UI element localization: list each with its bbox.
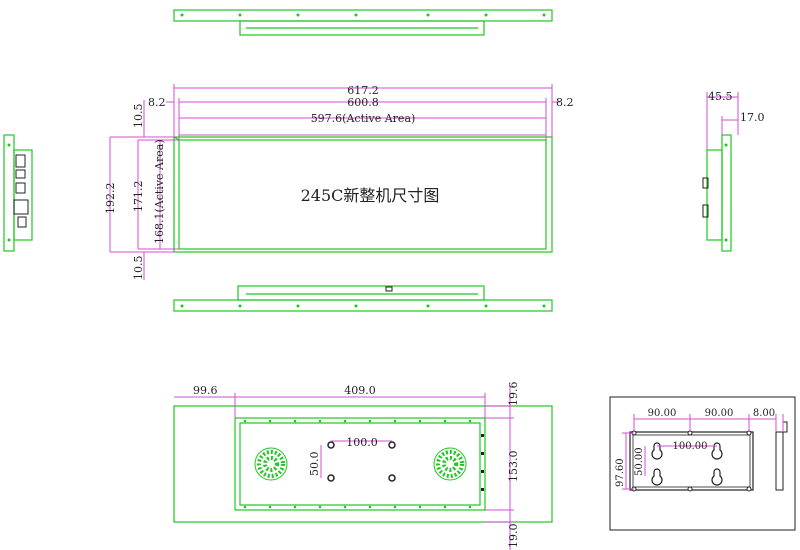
bracket-detail: 90.00 90.00 8.00 97.60 100.00 50.00 <box>609 396 796 531</box>
rear-panel-width-label: 409.0 <box>344 384 376 397</box>
right-side-view: 45.5 17.0 <box>702 90 765 252</box>
left-side-view <box>3 134 33 252</box>
active-height-label: 168.1(Active Area) <box>153 139 166 244</box>
bracket-spacing-b-label: 90.00 <box>705 408 734 419</box>
rear-left-offset-label: 99.6 <box>193 384 218 397</box>
bracket-hole-x-label: 100.00 <box>673 441 708 452</box>
bracket-hole-y-label: 50.00 <box>634 447 645 476</box>
rear-view: 99.6 409.0 19.6 153.0 19.0 100.0 50.0 <box>173 382 553 550</box>
overall-height-label: 192.2 <box>104 183 117 215</box>
speaker-grille-left <box>254 447 288 481</box>
inner-height-label: 171.2 <box>132 181 145 213</box>
bracket-height-label: 97.60 <box>615 458 626 487</box>
rear-bottom-offset-label: 19.0 <box>507 524 520 549</box>
depth-label: 45.5 <box>708 90 733 103</box>
inner-width-label: 600.8 <box>347 96 379 109</box>
front-view: 617.2 600.8 597.6(Active Area) 8.2 8.2 1… <box>104 84 574 280</box>
thin-depth-label: 17.0 <box>740 111 765 124</box>
rear-hole-spacing-x-label: 100.0 <box>346 436 378 449</box>
active-width-label: 597.6(Active Area) <box>311 112 416 125</box>
bracket-spacing-a-label: 90.00 <box>648 408 677 419</box>
speaker-grille-right <box>433 447 467 481</box>
overall-width-label: 617.2 <box>347 84 379 97</box>
drawing-title: 245C新整机尺寸图 <box>301 186 440 205</box>
right-margin-label: 8.2 <box>556 96 574 109</box>
top-view <box>173 9 553 36</box>
rear-panel-height-label: 153.0 <box>507 451 520 483</box>
top-margin-label: 10.5 <box>132 104 145 129</box>
rear-hole-spacing-y-label: 50.0 <box>308 452 321 477</box>
bottom-margin-label: 10.5 <box>132 256 145 281</box>
left-margin-label: 8.2 <box>148 96 166 109</box>
bottom-view <box>173 285 553 312</box>
bracket-thickness-label: 8.00 <box>753 408 775 419</box>
rear-top-offset-label: 19.6 <box>507 382 520 407</box>
